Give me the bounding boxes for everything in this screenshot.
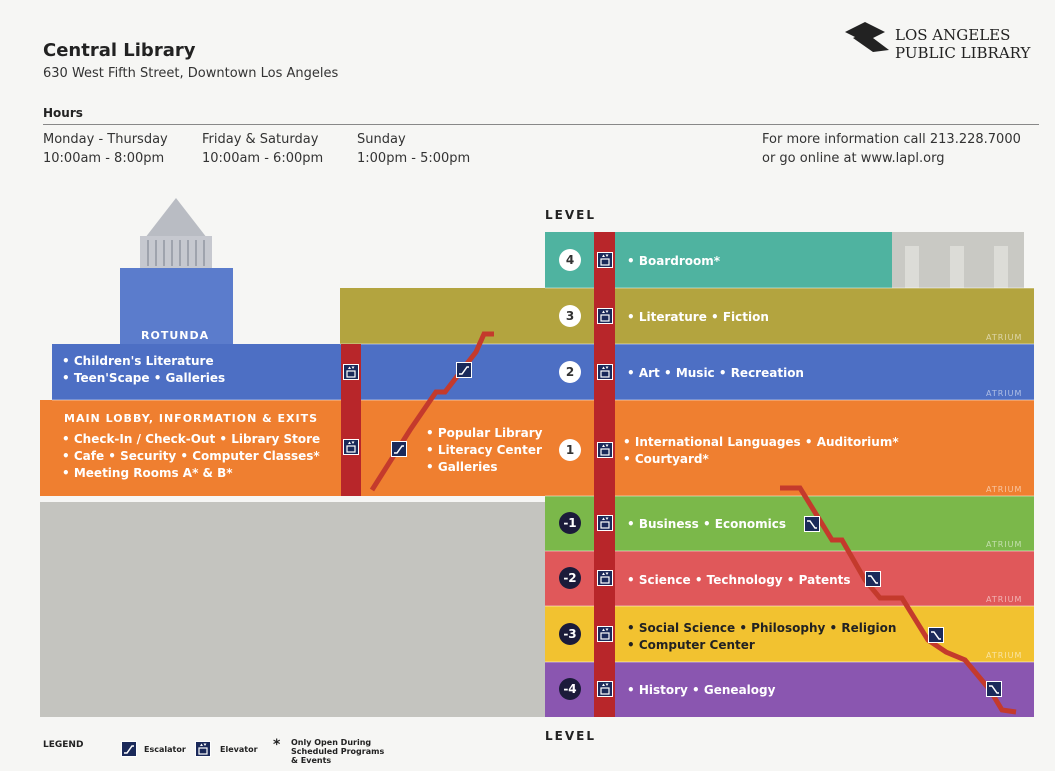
atrium-label: ATRIUM — [986, 540, 1023, 549]
contact-info: For more information call 213.228.7000 o… — [762, 130, 1021, 168]
hours-time: 10:00am - 6:00pm — [202, 151, 324, 166]
elevator-icon — [597, 570, 613, 586]
rotunda-departments: • Children's Literature • Teen'Scape • G… — [62, 354, 226, 385]
escalator-icon — [986, 681, 1002, 697]
escalator-icon — [804, 516, 820, 532]
elevator-icon — [343, 364, 359, 380]
elevator-icon — [597, 308, 613, 324]
elevator-icon — [597, 515, 613, 531]
level-badge-b4: -4 — [559, 678, 581, 700]
escalator-icon — [391, 441, 407, 457]
level-badge-b1: -1 — [559, 512, 581, 534]
floor-2-departments: • Art • Music • Recreation — [627, 366, 804, 380]
floor-b2-departments: • Science • Technology • Patents — [627, 573, 851, 587]
elevator-icon — [343, 439, 359, 455]
floor-1-departments: • International Languages • Auditorium* … — [623, 435, 899, 466]
atrium-label: ATRIUM — [986, 389, 1023, 398]
contact-phone: For more information call 213.228.7000 — [762, 132, 1021, 147]
escalator-upper — [369, 331, 494, 492]
escalator-icon — [928, 627, 944, 643]
atrium-label: ATRIUM — [986, 485, 1023, 494]
elevator-icon — [597, 364, 613, 380]
legend-escalator-label: Escalator — [144, 745, 186, 754]
hours-weekday: Monday - Thursday 10:00am - 8:00pm — [43, 130, 168, 168]
level-badge-3: 3 — [559, 305, 581, 327]
floor-4-departments: • Boardroom* — [627, 254, 721, 268]
elevator-icon — [597, 442, 613, 458]
hours-days: Monday - Thursday — [43, 132, 168, 147]
page-title: Central Library — [43, 40, 196, 61]
rotunda-top — [140, 236, 212, 268]
atrium-label: ATRIUM — [986, 333, 1023, 342]
elevator-icon — [597, 252, 613, 268]
popular-library-departments: • Popular Library • Literacy Center • Ga… — [426, 426, 543, 474]
atrium-label: ATRIUM — [986, 651, 1023, 660]
level-badge-b3: -3 — [559, 623, 581, 645]
level-badge-b2: -2 — [559, 567, 581, 589]
floor-b3-departments: • Social Science • Philosophy • Religion… — [627, 621, 897, 652]
hours-sunday: Sunday 1:00pm - 5:00pm — [357, 130, 470, 168]
legend-star: * — [273, 737, 281, 753]
floor-band-1 — [40, 400, 1034, 496]
floor-b1-departments: • Business • Economics — [627, 517, 786, 531]
main-elevator-shaft — [594, 232, 615, 717]
rotunda-tower — [120, 268, 233, 344]
basement-block — [40, 502, 545, 717]
escalator-icon — [456, 362, 472, 378]
elevator-icon — [597, 681, 613, 697]
lapl-logo: LOS ANGELES PUBLIC LIBRARY — [845, 20, 1045, 68]
main-lobby-departments: • Check-In / Check-Out • Library Store •… — [62, 432, 321, 480]
west-elevator-shaft — [341, 344, 361, 496]
library-address: 630 West Fifth Street, Downtown Los Ange… — [43, 66, 339, 81]
contact-web: or go online at www.lapl.org — [762, 151, 945, 166]
level-heading-top: LEVEL — [545, 208, 596, 222]
hours-divider — [43, 124, 1039, 125]
legend-title: LEGEND — [43, 740, 84, 750]
rotunda-label: ROTUNDA — [141, 329, 210, 342]
legend-elevator-label: Elevator — [220, 745, 258, 754]
level-badge-4: 4 — [559, 249, 581, 271]
floor-band-b2 — [545, 551, 1034, 606]
level-badge-2: 2 — [559, 361, 581, 383]
hours-time: 1:00pm - 5:00pm — [357, 151, 471, 166]
level-heading-bottom: LEVEL — [545, 729, 596, 743]
hours-fri-sat: Friday & Saturday 10:00am - 6:00pm — [202, 130, 323, 168]
escalator-icon — [121, 741, 137, 757]
hours-heading: Hours — [43, 106, 83, 120]
hours-time: 10:00am - 8:00pm — [43, 151, 165, 166]
floor-band-b4 — [545, 662, 1034, 717]
floor-band-b1 — [545, 496, 1034, 551]
hours-days: Sunday — [357, 132, 406, 147]
legend-note: Only Open During Scheduled Programs & Ev… — [291, 738, 385, 765]
atrium-label: ATRIUM — [986, 595, 1023, 604]
rotunda-pyramid — [145, 198, 207, 238]
floor-b4-departments: • History • Genealogy — [627, 683, 776, 697]
hours-days: Friday & Saturday — [202, 132, 319, 147]
rotunda-columns — [147, 240, 205, 266]
floor-3-departments: • Literature • Fiction — [627, 310, 769, 324]
escalator-icon — [865, 571, 881, 587]
lapl-logo-text: LOS ANGELES PUBLIC LIBRARY — [895, 26, 1031, 62]
level-badge-1: 1 — [559, 439, 581, 461]
floor-band-2 — [52, 344, 1034, 400]
elevator-icon — [597, 626, 613, 642]
floor-band-3 — [340, 288, 1034, 344]
elevator-icon — [195, 741, 211, 757]
lapl-logo-icon — [845, 22, 889, 52]
main-lobby-label: MAIN LOBBY, INFORMATION & EXITS — [64, 412, 319, 425]
